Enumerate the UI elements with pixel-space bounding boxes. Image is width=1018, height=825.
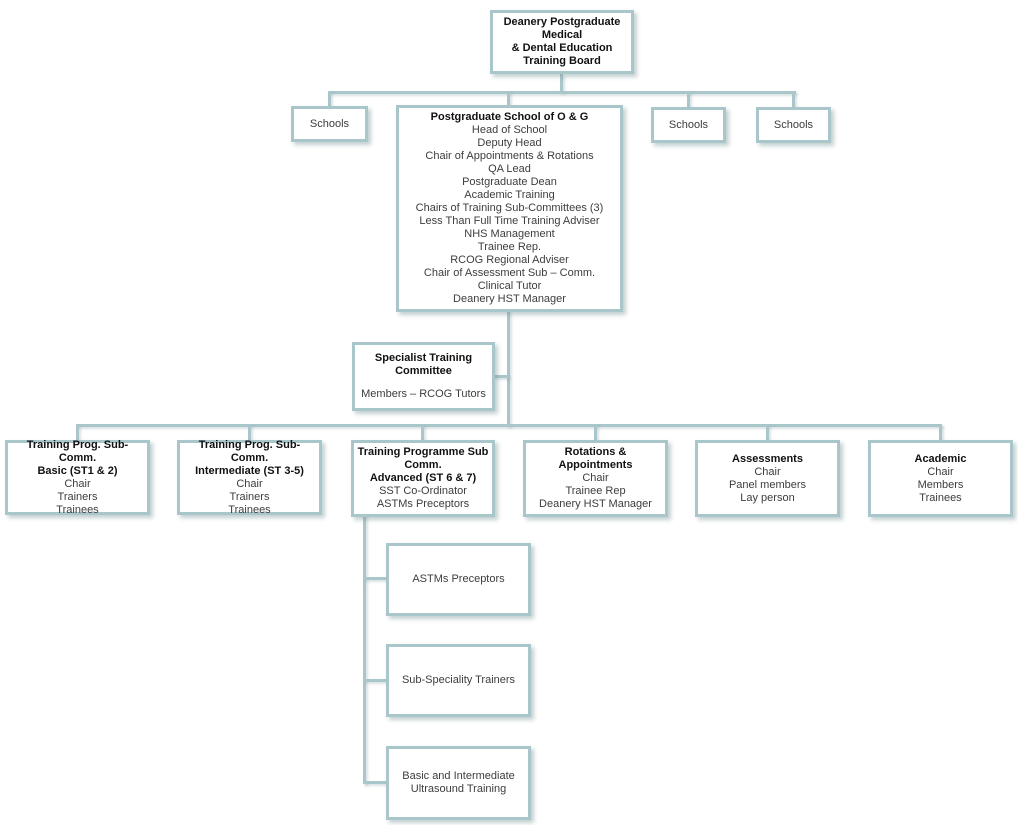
node-title: Training Prog. Sub-Comm. Intermediate (S… bbox=[195, 438, 304, 477]
connector-tier4-rail bbox=[76, 424, 942, 427]
org-box-postgraduate-school-og: Postgraduate School of O & G Head of Sch… bbox=[396, 105, 623, 312]
connector-schools-mid-stub bbox=[687, 91, 690, 108]
connector-og-stub bbox=[507, 91, 510, 106]
node-title: Deanery Postgraduate Medical & Dental Ed… bbox=[503, 16, 621, 67]
connector-tier2-rail bbox=[328, 91, 796, 94]
org-box-sub-comm-intermediate: Training Prog. Sub-Comm. Intermediate (S… bbox=[177, 438, 322, 516]
node-title: Training Prog. Sub-Comm. Basic (ST1 & 2) bbox=[26, 438, 129, 477]
org-box-astms-preceptors: ASTMs Preceptors bbox=[386, 543, 531, 616]
node-members: Chair Trainee Rep Deanery HST Manager bbox=[539, 472, 652, 510]
connector-academic-stub bbox=[939, 424, 942, 441]
node-title: Academic bbox=[914, 452, 967, 465]
connector-astm-stub bbox=[363, 577, 387, 580]
org-box-schools-right: Schools bbox=[756, 107, 831, 143]
connector-sst-stub bbox=[363, 679, 387, 682]
connector-ultrasound-stub bbox=[363, 781, 387, 784]
org-box-deanery-training-board: Deanery Postgraduate Medical & Dental Ed… bbox=[490, 10, 634, 74]
node-members: Members – RCOG Tutors bbox=[361, 388, 486, 400]
connector-advanced-drop bbox=[363, 514, 366, 784]
node-members: Chair Panel members Lay person bbox=[728, 465, 807, 504]
connector-assessments-stub bbox=[766, 424, 769, 441]
connector-schools-left-stub bbox=[328, 91, 331, 107]
org-box-academic: Academic Chair Members Trainees bbox=[868, 440, 1013, 517]
node-title: Assessments bbox=[732, 452, 803, 465]
connector-stc-stub bbox=[493, 375, 509, 378]
node-members: Head of School Deputy Head Chair of Appo… bbox=[415, 124, 604, 305]
node-label: ASTMs Preceptors bbox=[412, 573, 505, 585]
connector-rotations-stub bbox=[594, 424, 597, 441]
connector-og-to-tier4 bbox=[507, 310, 510, 427]
org-box-schools-left: Schools bbox=[291, 106, 368, 142]
connector-root-drop bbox=[560, 74, 563, 93]
node-title: Postgraduate School of O & G bbox=[430, 111, 589, 123]
org-box-specialist-training-committee: Specialist Training Committee Members – … bbox=[352, 342, 495, 411]
node-members: Chair Members Trainees bbox=[917, 465, 964, 504]
node-members: Chair Trainers Trainees bbox=[228, 477, 271, 516]
org-box-sub-comm-advanced: Training Programme Sub Comm. Advanced (S… bbox=[351, 440, 495, 517]
node-members: SST Co-Ordinator ASTMs Preceptors bbox=[376, 485, 470, 510]
org-box-ultrasound-training: Basic and Intermediate Ultrasound Traini… bbox=[386, 746, 531, 820]
org-box-rotations-appointments: Rotations & Appointments Chair Trainee R… bbox=[523, 440, 668, 517]
org-box-schools-mid: Schools bbox=[651, 107, 726, 143]
node-label: Schools bbox=[309, 117, 350, 130]
node-title: Specialist Training Committee bbox=[374, 352, 473, 377]
node-title: Training Programme Sub Comm. Advanced (S… bbox=[357, 446, 489, 484]
node-members: Chair Trainers Trainees bbox=[56, 477, 99, 516]
node-label: Schools bbox=[773, 118, 814, 131]
connector-sub-advanced-stub bbox=[421, 424, 424, 441]
org-box-assessments: Assessments Chair Panel members Lay pers… bbox=[695, 440, 840, 517]
node-label: Sub-Speciality Trainers bbox=[401, 674, 516, 686]
org-box-sub-comm-basic: Training Prog. Sub-Comm. Basic (ST1 & 2)… bbox=[5, 438, 150, 516]
node-label: Schools bbox=[668, 118, 709, 131]
connector-schools-right-stub bbox=[792, 91, 795, 108]
connector-sub-basic-stub bbox=[76, 424, 79, 441]
org-box-sub-speciality-trainers: Sub-Speciality Trainers bbox=[386, 644, 531, 717]
connector-sub-intermediate-stub bbox=[248, 424, 251, 441]
node-label: Basic and Intermediate Ultrasound Traini… bbox=[402, 770, 515, 795]
node-title: Rotations & Appointments bbox=[558, 446, 633, 471]
